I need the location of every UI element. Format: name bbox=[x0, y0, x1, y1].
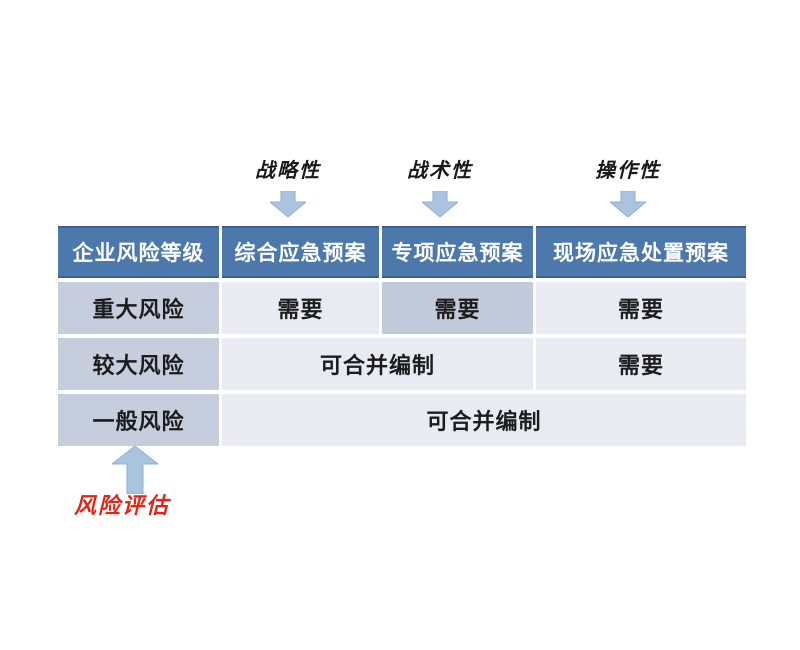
cell-major-special-highlighted: 需要 bbox=[382, 282, 533, 334]
annotation-tactical: 战术性 bbox=[370, 158, 510, 218]
cell-larger-merged-compilation: 可合并编制 bbox=[222, 338, 533, 390]
annotation-label: 操作性 bbox=[595, 160, 661, 182]
cell-larger-onsite: 需要 bbox=[536, 338, 746, 390]
header-cell-special-plan: 专项应急预案 bbox=[382, 226, 533, 278]
annotation-strategic: 战略性 bbox=[218, 158, 358, 218]
row-label-general-risk: 一般风险 bbox=[58, 394, 219, 446]
cell-major-comprehensive: 需要 bbox=[222, 282, 379, 334]
down-arrow-icon bbox=[608, 190, 648, 218]
risk-plan-table: 企业风险等级 综合应急预案 专项应急预案 现场应急处置预案 重大风险 需要 需要… bbox=[58, 226, 746, 446]
risk-assessment-label: 风险评估 bbox=[74, 493, 171, 518]
annotation-label: 战术性 bbox=[407, 160, 473, 182]
annotation-label: 战略性 bbox=[255, 160, 321, 182]
up-arrow-icon bbox=[110, 445, 160, 495]
annotation-operational: 操作性 bbox=[558, 158, 698, 218]
cell-general-merged-compilation: 可合并编制 bbox=[222, 394, 746, 446]
header-cell-onsite-plan: 现场应急处置预案 bbox=[536, 226, 746, 278]
header-cell-comprehensive-plan: 综合应急预案 bbox=[222, 226, 379, 278]
down-arrow-icon bbox=[268, 190, 308, 218]
header-cell-risk-level: 企业风险等级 bbox=[58, 226, 219, 278]
row-label-major-risk: 重大风险 bbox=[58, 282, 219, 334]
cell-major-onsite: 需要 bbox=[536, 282, 746, 334]
row-label-larger-risk: 较大风险 bbox=[58, 338, 219, 390]
down-arrow-icon bbox=[420, 190, 460, 218]
